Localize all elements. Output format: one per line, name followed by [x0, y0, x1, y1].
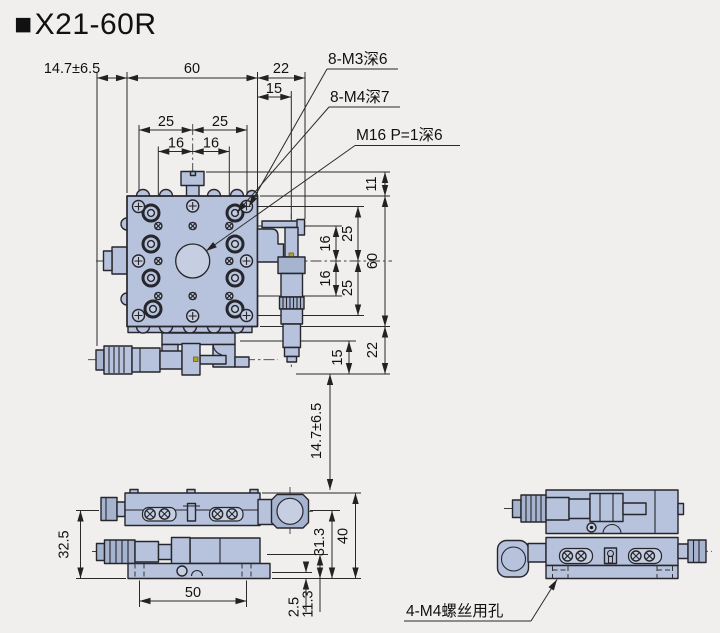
dim-side-40: 40: [336, 528, 352, 544]
dim-height-16-lower: 16: [318, 270, 334, 286]
dim-side-width: 50: [185, 585, 201, 601]
lower-stage-body: [95, 536, 271, 580]
dim-side-height: 32.5: [57, 530, 73, 558]
dimension-lines-top-view: [97, 74, 389, 490]
dim-height-11: 11: [364, 176, 380, 191]
title-bullet-icon: ■: [14, 8, 33, 41]
dim-travel-vertical: 14.7±6.5: [309, 403, 325, 459]
dim-pitch-16-right: 16: [203, 136, 219, 152]
label-m16: M16 P=1深6: [356, 126, 443, 144]
vertical-micrometer-assembly: [256, 218, 306, 363]
dim-width-15: 15: [266, 81, 282, 97]
dim-width-60: 60: [184, 61, 200, 77]
dim-pitch-25-right: 25: [212, 114, 228, 130]
dim-pitch-16-left: 16: [168, 136, 184, 152]
dim-height-25-upper: 25: [340, 226, 356, 242]
m4-clearance-callout: 4-M4螺丝用孔: [404, 579, 558, 622]
center-thread-m16: [175, 243, 211, 279]
top-adjustment-knob: [180, 170, 205, 198]
counterbore-holes: [141, 203, 245, 319]
dim-height-15: 15: [330, 349, 346, 365]
dim-travel-horizontal: 14.7±6.5: [44, 61, 100, 77]
dim-height-25-lower: 25: [340, 280, 356, 296]
side-view-right: 4-M4螺丝用孔: [404, 489, 712, 622]
label-m4-clearance: 4-M4螺丝用孔: [406, 602, 504, 620]
tapped-holes: [154, 221, 234, 301]
upper-stage-body: [100, 492, 310, 529]
model-name: X21-60R: [34, 8, 157, 41]
dim-width-22: 22: [273, 61, 289, 77]
side-lock-connector: [102, 246, 128, 275]
page-title: ■X21-60R: [14, 8, 157, 42]
upper-stage-body-right: [511, 489, 685, 535]
label-m3: 8-M3深6: [328, 50, 387, 68]
top-view: 14.7±6.5 60 22 15 25 25 16 16 11 16 25 6…: [44, 50, 460, 490]
dimension-lines-side-left: [76, 492, 361, 612]
dim-side-31-3: 31.3: [312, 528, 328, 556]
dim-side-11-3: 11.3: [301, 590, 317, 617]
horizontal-micrometer-assembly: [95, 332, 250, 376]
thread-callouts: 8-M3深6 8-M4深7 M16 P=1深6: [205, 50, 460, 252]
knurl-lines: [282, 297, 302, 309]
side-view-left: 32.5 50 2.5 11.3 31.3 40: [57, 487, 361, 618]
dim-height-16-upper: 16: [318, 235, 334, 251]
dim-pitch-25-left: 25: [158, 114, 174, 130]
dim-height-22: 22: [365, 342, 381, 358]
label-m4: 8-M4深7: [330, 88, 389, 106]
lower-stage-body-right: [496, 536, 707, 580]
dim-side-2-5: 2.5: [287, 597, 303, 617]
